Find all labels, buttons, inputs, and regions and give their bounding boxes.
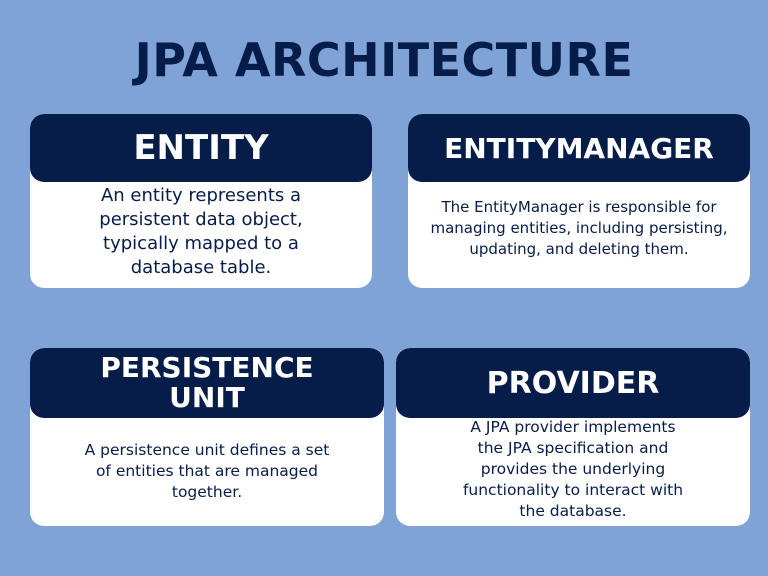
card-entitymanager: ENTITYMANAGER The EntityManager is respo… bbox=[408, 114, 750, 288]
card-entity: ENTITY An entity represents a persistent… bbox=[30, 114, 372, 288]
card-description-entitymanager: The EntityManager is responsible for man… bbox=[430, 197, 728, 258]
card-persistence-unit: PERSISTENCE UNIT A persistence unit defi… bbox=[30, 348, 384, 526]
card-provider: PROVIDER A JPA provider implements the J… bbox=[396, 348, 750, 526]
card-description-provider: A JPA provider implements the JPA specif… bbox=[462, 417, 684, 520]
card-heading-provider: PROVIDER bbox=[396, 348, 750, 418]
card-description-persistence-unit: A persistence unit defines a set of enti… bbox=[84, 440, 330, 501]
card-heading-persistence-unit: PERSISTENCE UNIT bbox=[30, 348, 384, 418]
card-heading-entitymanager: ENTITYMANAGER bbox=[408, 114, 750, 182]
card-description-entity: An entity represents a persistent data o… bbox=[99, 185, 303, 278]
card-heading-entity: ENTITY bbox=[30, 114, 372, 182]
page-title: JPA ARCHITECTURE bbox=[134, 33, 634, 87]
